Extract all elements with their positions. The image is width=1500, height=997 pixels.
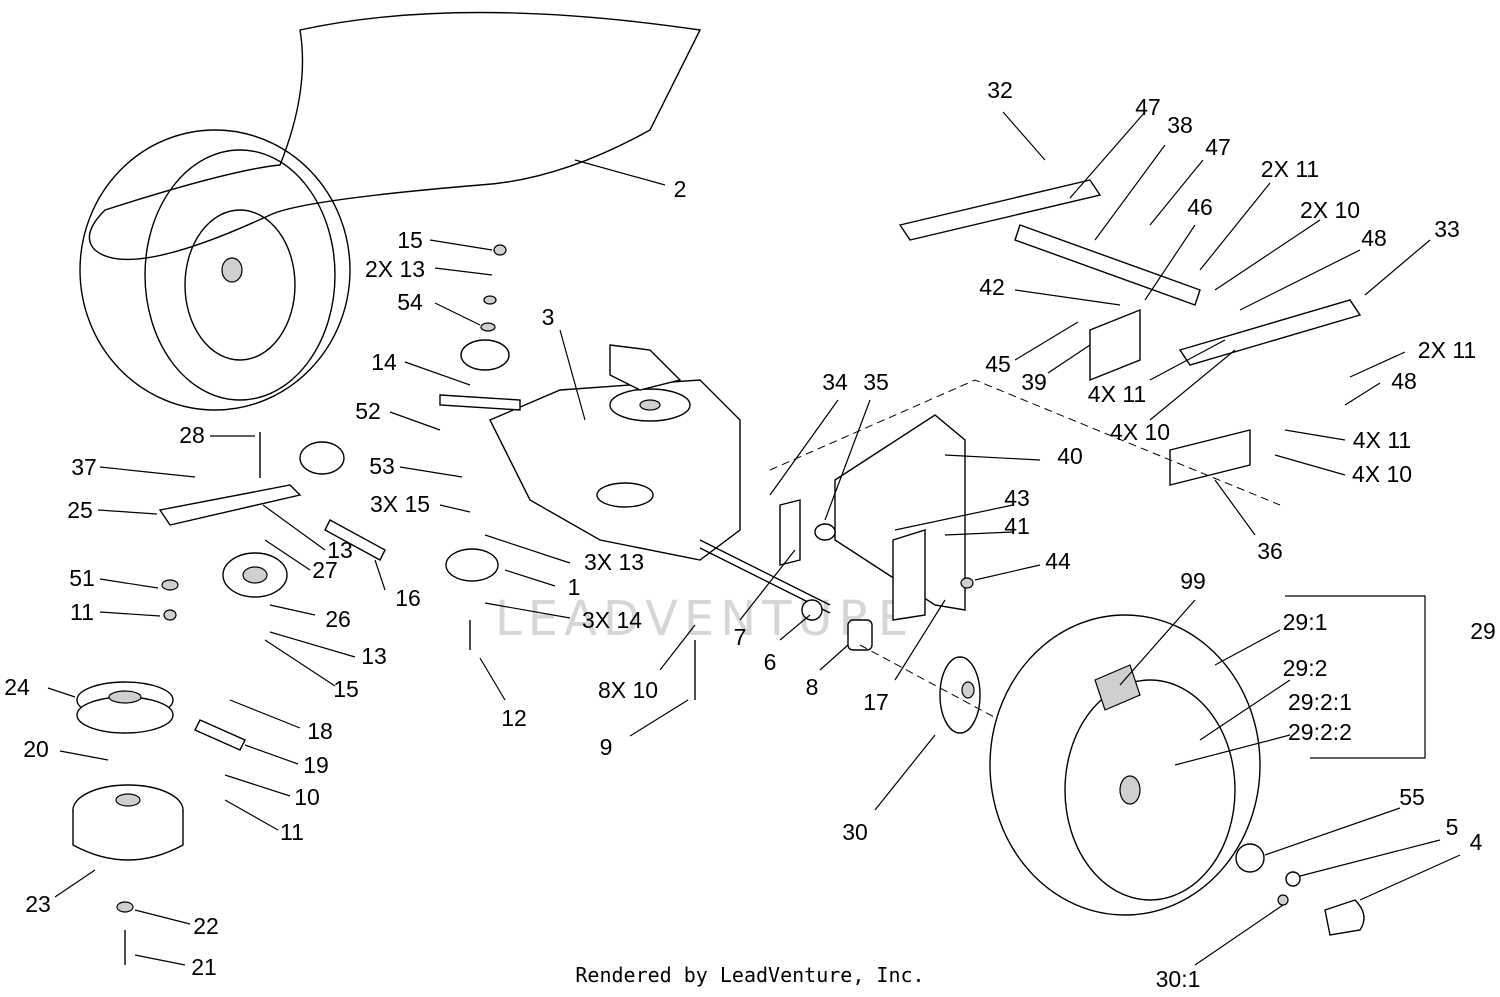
callout-label: 6	[764, 649, 777, 675]
callout-label: 36	[1257, 538, 1283, 564]
callout-label: 29:2:2	[1288, 719, 1352, 745]
callout-label: 11	[70, 599, 94, 625]
pto-clutch	[72, 681, 246, 965]
callout-label: 39	[1021, 369, 1047, 395]
callout-label: 8X 10	[598, 677, 658, 703]
callout-label: 13	[327, 537, 353, 563]
callout-label: 52	[355, 398, 381, 424]
callout-label: 4X 10	[1110, 419, 1170, 445]
callout-label: 22	[193, 913, 219, 939]
callout-label: 4X 10	[1352, 461, 1412, 487]
callout-label: 11	[280, 819, 304, 845]
callout-label: 40	[1057, 443, 1083, 469]
callout-label: 18	[307, 718, 333, 744]
callout-label: 33	[1434, 216, 1460, 242]
callout-label: 9	[600, 734, 613, 760]
frame-brackets	[769, 179, 1362, 506]
callout-label: 10	[294, 784, 320, 810]
callout-label: 1	[568, 574, 581, 600]
callout-label: 15	[397, 227, 423, 253]
wheel-hub	[859, 644, 1131, 791]
callout-label: 46	[1187, 194, 1213, 220]
callout-label: 30	[842, 819, 868, 845]
callout-label: 8	[806, 674, 819, 700]
callout-label: 48	[1361, 225, 1387, 251]
callout-label: 35	[863, 369, 889, 395]
callout-label: 26	[325, 606, 351, 632]
callout-label: 99	[1180, 568, 1206, 594]
leader-lines	[47, 111, 1461, 966]
callout-label: 42	[979, 274, 1005, 300]
callout-label: 28	[179, 422, 205, 448]
callout-label: 4X 11	[1088, 381, 1146, 407]
callout-label: 23	[25, 891, 51, 917]
callout-label: 29:2:1	[1288, 689, 1352, 715]
transaxle	[439, 344, 831, 614]
callout-label: 13	[361, 643, 387, 669]
callout-label: 19	[303, 752, 329, 778]
callout-label: 21	[191, 954, 217, 980]
left-rear-tire	[79, 129, 351, 411]
callout-label: 44	[1045, 548, 1071, 574]
callout-label: 12	[501, 705, 527, 731]
watermark-text: LEADVENTURE	[495, 591, 914, 647]
callout-label: 24	[4, 674, 30, 700]
callout-label: 30:1	[1156, 966, 1201, 992]
callout-label: 2X 10	[1300, 197, 1360, 223]
callout-label: 27	[312, 557, 338, 583]
callout-label: 47	[1205, 134, 1231, 160]
callout-label: 16	[395, 585, 421, 611]
callout-label: 55	[1399, 784, 1425, 810]
callout-label: 32	[987, 77, 1013, 103]
callout-label: 37	[71, 454, 97, 480]
callout-label: 14	[371, 349, 397, 375]
callout-label: 47	[1135, 94, 1161, 120]
callout-label: 25	[67, 497, 93, 523]
callout-label: 3X 15	[370, 491, 430, 517]
callout-bracket-29	[1285, 595, 1426, 759]
idler-assembly	[158, 244, 696, 700]
callout-label: 2	[674, 176, 687, 202]
callout-label: 41	[1004, 513, 1030, 539]
callout-label: 17	[863, 689, 889, 715]
callout-label: 2X 11	[1261, 156, 1319, 182]
callout-label: 29	[1470, 618, 1496, 644]
callout-label: 2X 13	[365, 256, 425, 282]
callout-label: 51	[69, 565, 95, 591]
callout-label: 48	[1391, 368, 1417, 394]
footer-credit: Rendered by LeadVenture, Inc.	[575, 963, 924, 987]
callout-label: 43	[1004, 485, 1030, 511]
callout-label: 45	[985, 351, 1011, 377]
callout-label: 4	[1470, 829, 1483, 855]
callout-label: 3X 14	[582, 607, 642, 633]
callout-label: 3X 13	[584, 549, 644, 575]
callout-label: 38	[1167, 112, 1193, 138]
drive-belt	[88, 11, 702, 261]
callout-label: 15	[333, 676, 359, 702]
callout-label: 29:2	[1283, 655, 1328, 681]
callout-label: 53	[369, 453, 395, 479]
callout-label: 3	[542, 304, 555, 330]
callout-label: 7	[734, 624, 747, 650]
callout-label: 29:1	[1283, 609, 1328, 635]
callout-label: 34	[822, 369, 848, 395]
callout-label: 20	[23, 736, 49, 762]
callout-label: 54	[397, 289, 423, 315]
mounting-plate	[779, 414, 974, 651]
callout-label: 4X 11	[1353, 427, 1411, 453]
right-rear-tire	[989, 614, 1365, 936]
callout-label: 5	[1446, 814, 1459, 840]
callout-label: 2X 11	[1418, 337, 1476, 363]
